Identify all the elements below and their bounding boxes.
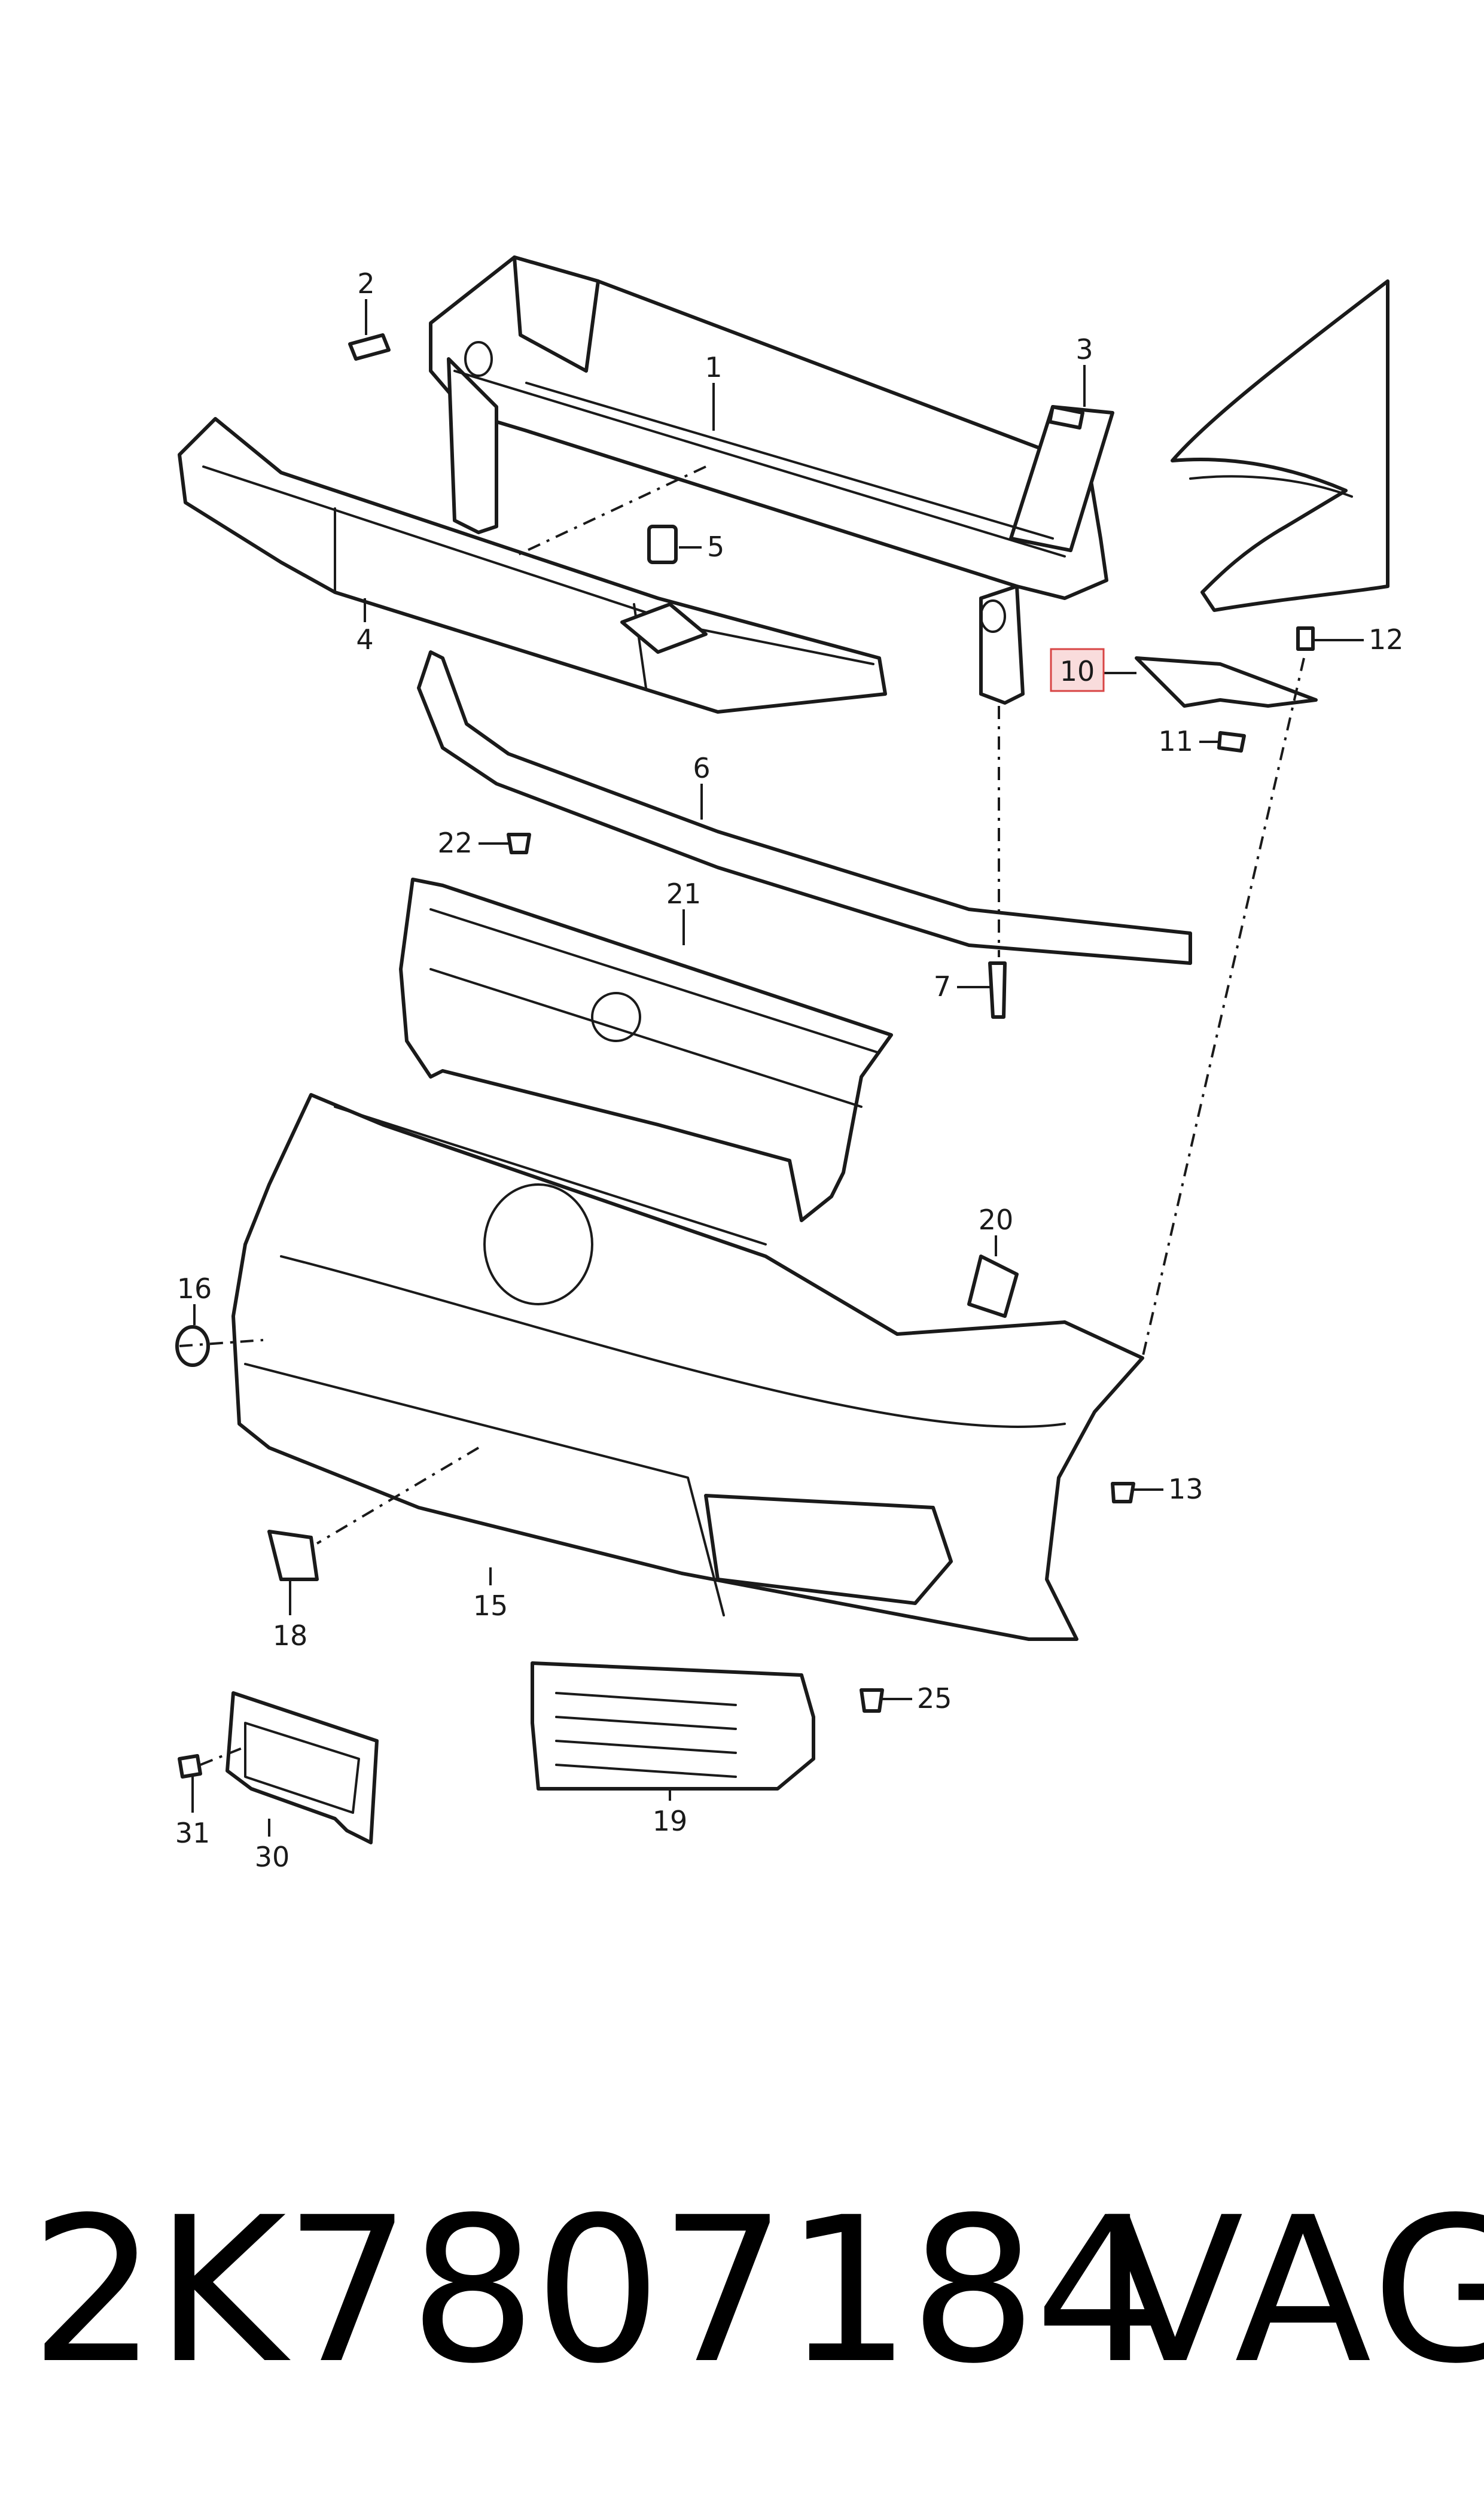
part-18-cover-cap: [267, 1530, 319, 1581]
part-12-clip: [1296, 626, 1315, 651]
part-19-lower-grille-insert: [531, 1661, 815, 1791]
callout-6: 6: [693, 752, 710, 784]
part-6-trim-strip: [417, 650, 1192, 965]
assembly-line-fender-to-bumper: [1141, 657, 1305, 1359]
callout-18: 18: [273, 1619, 308, 1652]
callout-3: 3: [1075, 333, 1093, 366]
part-3-bolt: [1048, 405, 1084, 430]
part-2-bolt: [348, 333, 391, 361]
callout-7: 7: [934, 970, 951, 1003]
part-10-bracket[interactable]: [1135, 656, 1318, 708]
brand-label: VAG: [1107, 2175, 1484, 2408]
part-13-screw: [1111, 1482, 1135, 1503]
highlight-box-callout-10: [1050, 648, 1105, 692]
part-20-mount: [967, 1255, 1019, 1318]
callout-16: 16: [177, 1272, 212, 1305]
part-7-rivet: [988, 961, 1007, 1019]
assembly-line-tow-cap: [179, 1339, 264, 1347]
callout-11: 11: [1158, 725, 1193, 757]
callout-13: 13: [1168, 1473, 1203, 1505]
fender-panel: [1171, 279, 1389, 612]
leader-lines: [191, 299, 1364, 1837]
callout-22: 22: [437, 827, 473, 859]
part-22-screw: [507, 833, 531, 854]
part-5-clip: [647, 525, 678, 564]
assembly-line-grille-to-bumper: [316, 1447, 480, 1545]
part-number-label: 2K7807184: [30, 2175, 1162, 2408]
part-11-screw: [1217, 731, 1246, 753]
callout-5: 5: [707, 531, 724, 563]
callout-30: 30: [255, 1841, 290, 1873]
callout-12: 12: [1369, 623, 1404, 656]
part-30-license-plate-bracket: [226, 1691, 379, 1844]
part-21-grille-carrier: [399, 878, 893, 1222]
callout-1: 1: [705, 351, 722, 383]
callout-4: 4: [356, 623, 373, 656]
assembly-line-frame-to-absorber: [514, 465, 706, 558]
part-25-screw: [860, 1688, 884, 1713]
part-31-clip: [178, 1754, 202, 1779]
assembly-line-clip-to-bracket: [200, 1746, 246, 1766]
callout-21: 21: [666, 878, 702, 910]
callout-20: 20: [979, 1204, 1014, 1236]
part-15-bumper-cover: [231, 1093, 1144, 1641]
callout-15: 15: [473, 1590, 508, 1622]
part-1-carrier-frame: [429, 255, 1114, 705]
callout-2: 2: [357, 267, 374, 300]
callout-10: 10: [1060, 655, 1095, 687]
callout-31: 31: [175, 1817, 211, 1849]
callout-19: 19: [653, 1805, 688, 1837]
part-4-impact-absorber: [178, 417, 887, 714]
callout-25: 25: [917, 1682, 952, 1715]
